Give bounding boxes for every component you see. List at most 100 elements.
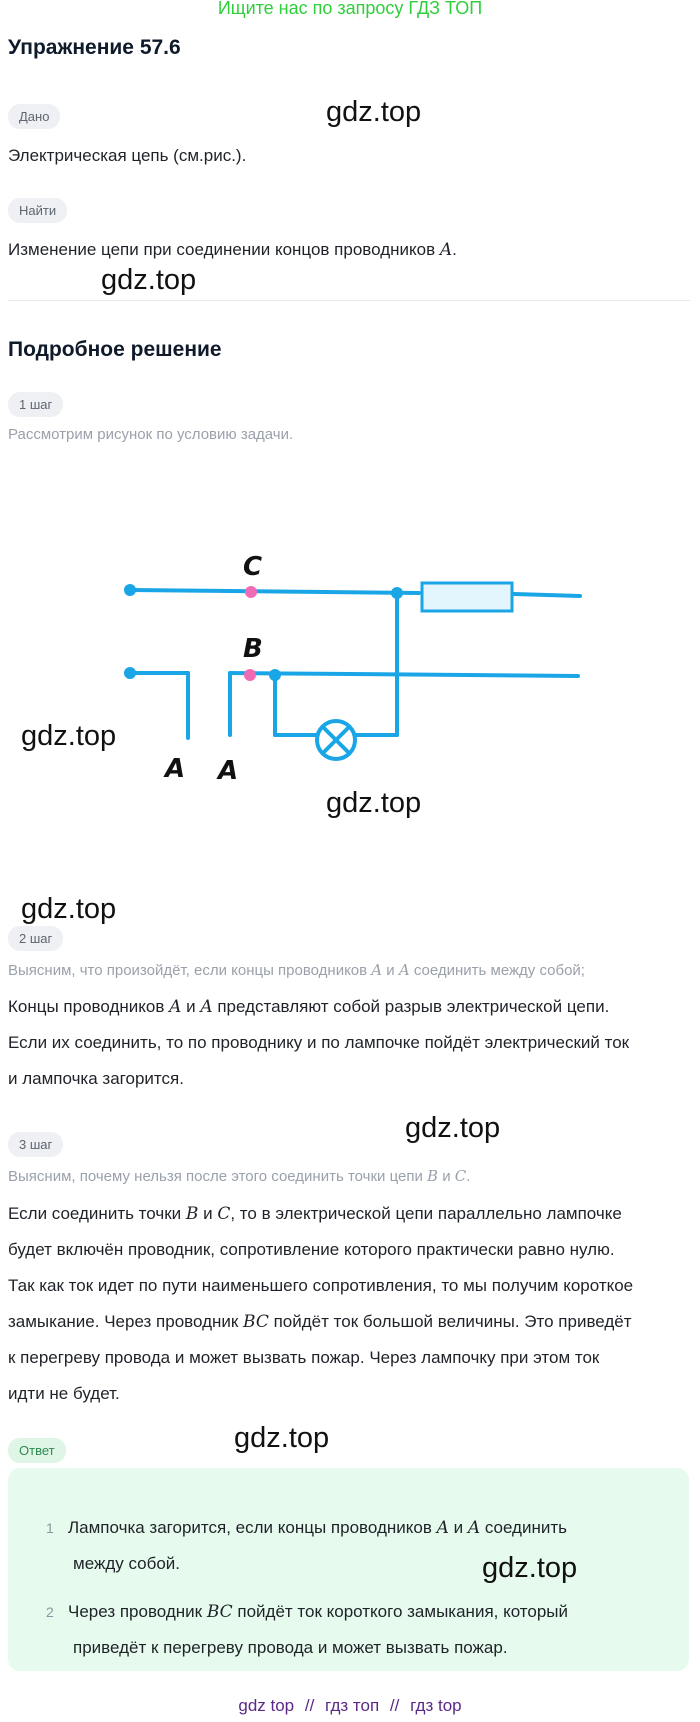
footer-separator: // — [304, 1696, 315, 1715]
answer-item2-before: Через проводник — [68, 1602, 207, 1621]
page-title: Упражнение 57.6 — [8, 36, 181, 59]
label-b: B — [243, 634, 263, 664]
step3-line1-after: , то в электрической цепи параллельно ла… — [230, 1204, 622, 1223]
node-junction-top — [391, 587, 403, 599]
wire-top-right — [512, 592, 582, 598]
step2-line-2: Если их соединить, то по проводнику и по… — [8, 1033, 630, 1052]
step3-line1-before: Если соединить точки — [8, 1204, 186, 1223]
step3-intro-mid: и — [438, 1168, 455, 1185]
math-b: B — [185, 1204, 199, 1224]
math-a: A — [200, 997, 213, 1017]
step3-intro-after: . — [466, 1168, 471, 1185]
step2-chip: 2 шаг — [8, 926, 64, 951]
wire-top — [128, 588, 421, 595]
step3-line-4: замыкание. Через проводник BC пойдёт ток… — [8, 1304, 632, 1340]
step1-chip-label: 1 шаг — [8, 392, 64, 417]
answer-item-2-number: 2 — [46, 1604, 54, 1620]
watermark: gdz.top — [234, 1422, 330, 1454]
answer-chip-label: Ответ — [8, 1438, 66, 1463]
math-c: C — [217, 1204, 231, 1224]
watermark: gdz.top — [326, 787, 422, 819]
step3-intro: Выясним, почему нельзя после этого соеди… — [8, 1167, 470, 1185]
step3-chip: 3 шаг — [8, 1132, 64, 1157]
math-a: A — [169, 997, 182, 1017]
given-chip: Дано — [8, 104, 61, 129]
find-text: Изменение цепи при соединении концов про… — [8, 232, 457, 268]
step3-line-5: к перегреву провода и может вызвать пожа… — [8, 1348, 600, 1367]
answer-item-1-number: 1 — [46, 1520, 54, 1536]
step2-line1-before: Концы проводников — [8, 997, 170, 1016]
label-c: C — [243, 552, 262, 582]
label-a-right: A — [216, 756, 238, 786]
answer-item-1-line-2: между собой. — [73, 1554, 181, 1573]
lamp-cross-2 — [321, 725, 351, 755]
step2-line-1: Концы проводников A и A представляют соб… — [8, 989, 609, 1025]
step2-intro-mid: и — [382, 962, 399, 979]
footer-link-gdz-top[interactable]: gdz top — [238, 1696, 295, 1715]
math-c: C — [454, 1167, 467, 1185]
divider — [8, 300, 690, 301]
step3-line-2: будет включён проводник, сопротивление к… — [8, 1240, 615, 1259]
step2-line-3: и лампочка загорится. — [8, 1069, 184, 1088]
step3-line4-after: пойдёт ток большой величины. Это приведё… — [268, 1312, 632, 1331]
label-a-left: A — [163, 754, 185, 784]
step3-line4-before: замыкание. Через проводник — [8, 1312, 244, 1331]
answer-box — [8, 1468, 689, 1671]
step2-intro: Выясним, что произойдёт, если концы пров… — [8, 961, 585, 979]
node-junction-middle — [269, 669, 281, 681]
step3-intro-before: Выясним, почему нельзя после этого соеди… — [8, 1168, 428, 1185]
answer-item1-after: соединить — [480, 1518, 568, 1537]
answer-item1-before: Лампочка загорится, если концы проводник… — [68, 1518, 437, 1537]
math-bc: BC — [243, 1312, 269, 1332]
watermark: gdz.top — [21, 720, 117, 752]
watermark: gdz.top — [405, 1112, 501, 1144]
step2-chip-label: 2 шаг — [8, 926, 64, 951]
math-a: A — [398, 961, 410, 979]
lamp — [315, 719, 357, 761]
step1-chip: 1 шаг — [8, 392, 64, 417]
watermark: gdz.top — [21, 893, 117, 925]
step3-line-3: Так как ток идет по пути наименьшего соп… — [8, 1276, 634, 1295]
find-text-after: . — [452, 240, 457, 259]
step3-line1-mid: и — [198, 1204, 218, 1223]
answer-item-2-line-2: приведёт к перегреву провода и может выз… — [73, 1638, 508, 1657]
point-c — [245, 586, 257, 598]
wire-middle — [228, 671, 580, 678]
given-text: Электрическая цепь (см.рис.). — [8, 146, 247, 165]
math-a: A — [436, 1518, 449, 1538]
find-chip-label: Найти — [8, 198, 68, 223]
step3-line-6: идти не будет. — [8, 1384, 120, 1403]
step2-intro-after: соединить между собой; — [409, 962, 585, 979]
find-chip: Найти — [8, 198, 68, 223]
circuit-diagram: C B A A — [124, 552, 582, 786]
answer-item-2: 2 Через проводник BC пойдёт ток короткого… — [46, 1594, 568, 1630]
footer-links: gdz top // гдз топ // гдз top — [0, 1696, 700, 1716]
point-b — [244, 669, 256, 681]
footer-separator: // — [389, 1696, 400, 1715]
given-chip-label: Дано — [8, 104, 61, 129]
watermark: gdz.top — [326, 96, 422, 128]
step1-text: Рассмотрим рисунок по условию задачи. — [8, 426, 294, 443]
node-middle-left — [124, 667, 136, 679]
math-a: A — [371, 961, 383, 979]
math-a: A — [439, 240, 453, 260]
step3-line-1: Если соединить точки B и C, то в электри… — [8, 1196, 622, 1232]
watermark: gdz.top — [482, 1552, 578, 1584]
footer-link-gdz-top-ru[interactable]: гдз топ — [325, 1696, 380, 1715]
answer-item2-after: пойдёт ток короткого замыкания, который — [232, 1602, 569, 1621]
math-bc: BC — [206, 1602, 233, 1622]
watermark: gdz.top — [101, 264, 197, 296]
find-text-before: Изменение цепи при соединении концов про… — [8, 240, 440, 259]
footer-link-gdz-top-mixed[interactable]: гдз top — [410, 1696, 462, 1715]
step2-line1-mid: и — [181, 997, 201, 1016]
math-a: A — [467, 1518, 481, 1538]
step2-line1-after: представляют собой разрыв электрической … — [212, 997, 610, 1016]
top-banner[interactable]: Ищите нас по запросу ГДЗ ТОП — [217, 0, 483, 18]
step2-intro-before: Выясним, что произойдёт, если концы пров… — [8, 962, 372, 979]
node-top-left — [124, 584, 136, 596]
solution-title: Подробное решение — [8, 338, 222, 361]
math-b: B — [427, 1167, 439, 1185]
answer-item1-mid: и — [448, 1518, 468, 1537]
answer-item-1: 1 Лампочка загорится, если концы проводни… — [46, 1510, 567, 1546]
step3-chip-label: 3 шаг — [8, 1132, 64, 1157]
